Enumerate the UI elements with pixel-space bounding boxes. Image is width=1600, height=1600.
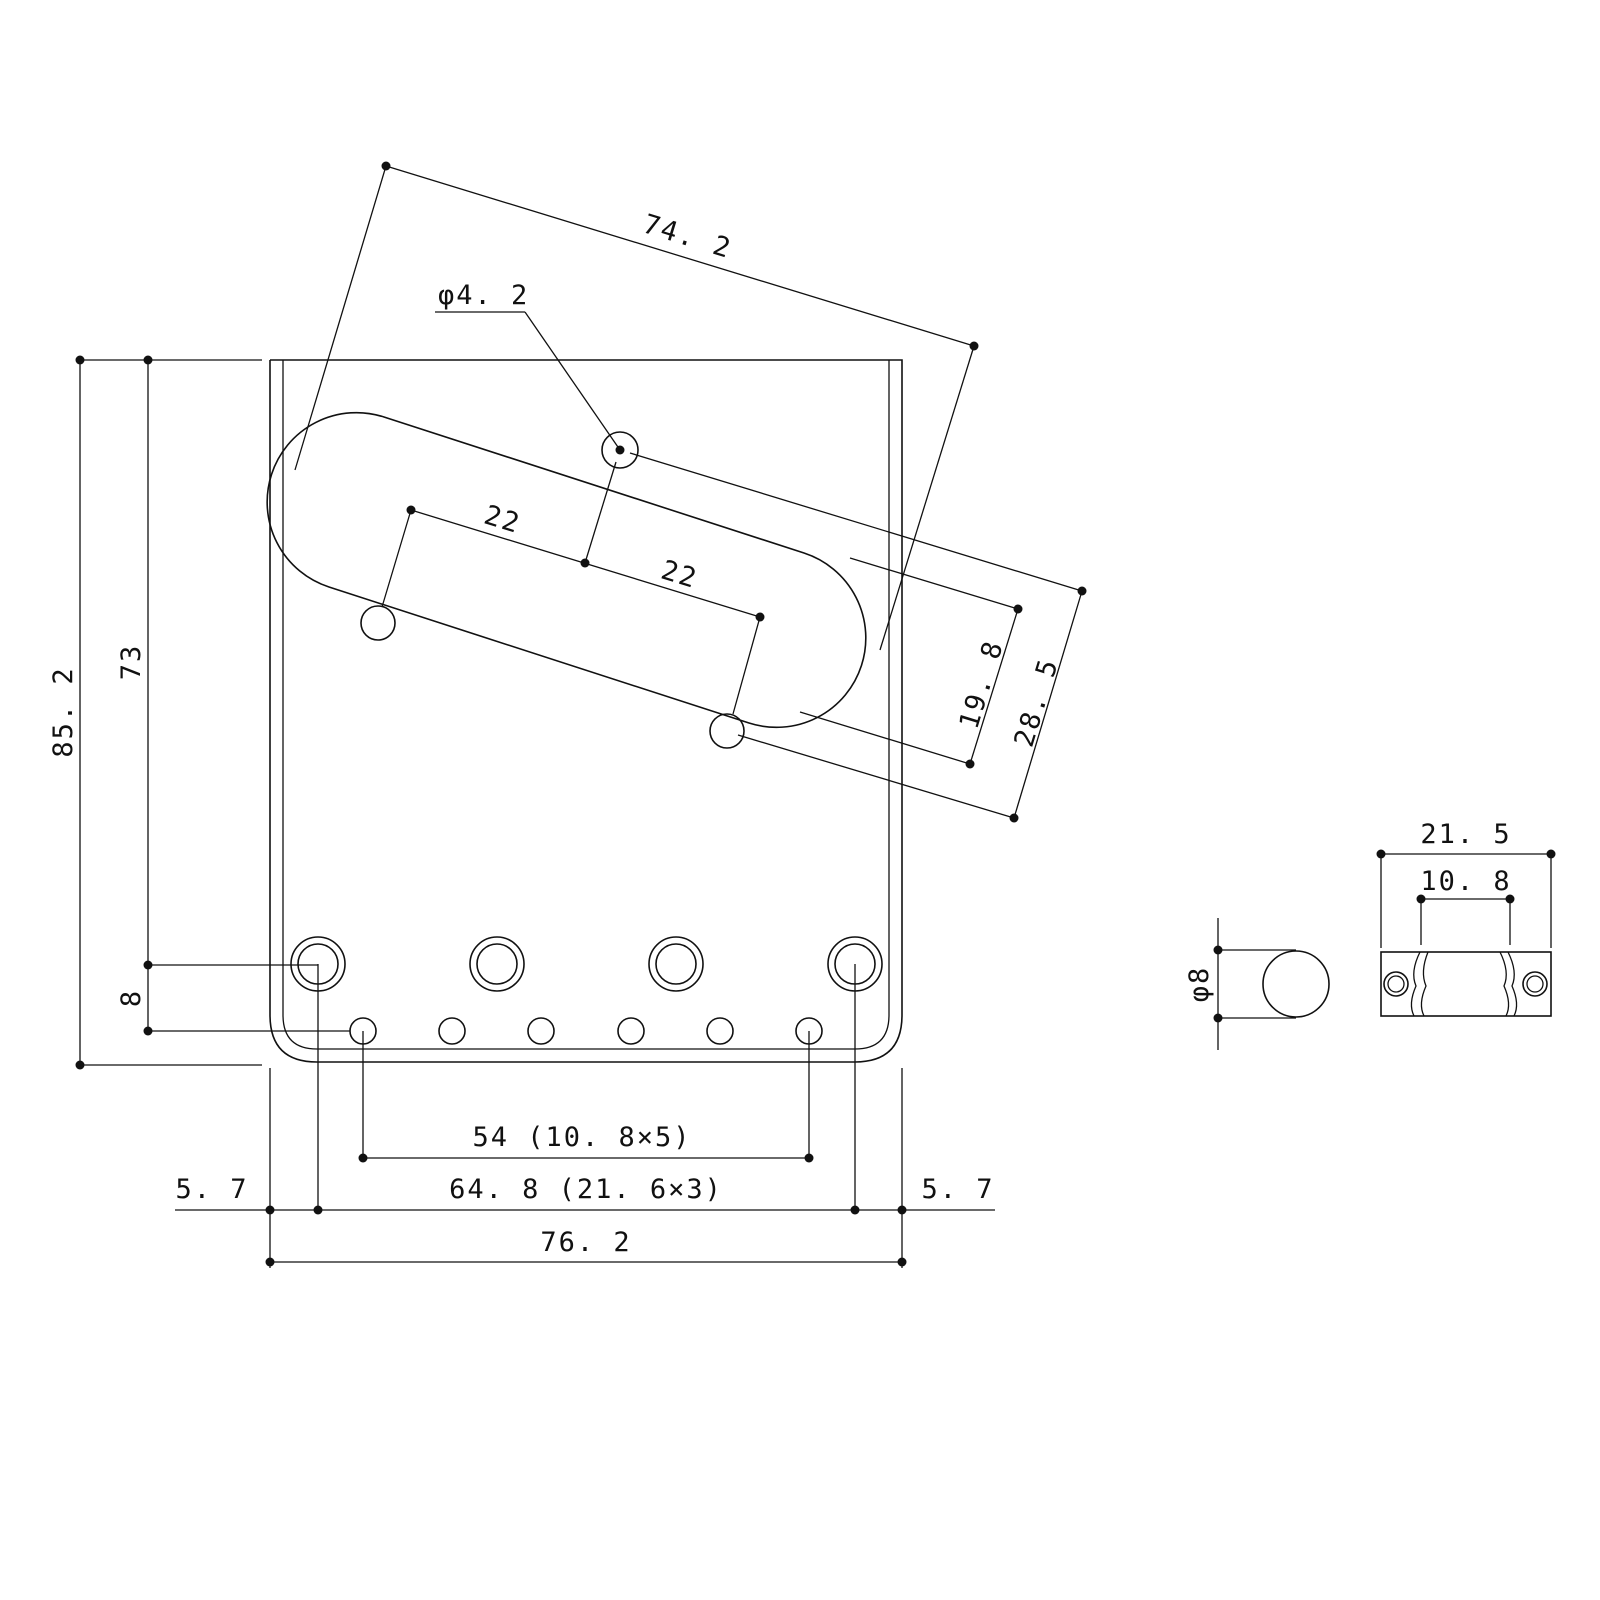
pickup-hole-right	[709, 713, 745, 749]
string-hole-5	[706, 1017, 734, 1045]
dim-string-spacing: 54 (10. 8×5)	[358, 1031, 814, 1163]
saddle-side-view: 21. 5 10. 8	[1376, 819, 1556, 1017]
dim-pivot-hole: φ4. 2	[435, 280, 625, 455]
screw-hole-2-outer	[469, 936, 525, 992]
dim-screw-spacing: 64. 8 (21. 6×3) 5. 7 5. 7	[175, 964, 995, 1268]
dim-offset-b-label: 22	[657, 555, 701, 595]
plate-inner-bottom	[282, 1014, 890, 1050]
dim-screw-height-label: 73	[116, 644, 147, 681]
dim-screw-spacing-label: 64. 8 (21. 6×3)	[449, 1174, 723, 1205]
dim-pickup-offsets: 22 22	[381, 461, 765, 715]
dim-screw-height: 73	[116, 355, 318, 970]
saddle-groove-left	[1410, 951, 1421, 1017]
saddle-groove-right	[1499, 951, 1510, 1017]
dim-hole-row-gap: 8	[116, 965, 350, 1036]
screw-hole-3-outer	[648, 936, 704, 992]
dim-saddle-diameter-label: φ8	[1184, 966, 1215, 1003]
dim-string-spacing-label: 54 (10. 8×5)	[472, 1122, 691, 1153]
saddle-groove-right-2	[1507, 951, 1518, 1017]
saddle-screw-left-inner	[1387, 975, 1405, 993]
saddle-end-view: φ8	[1184, 918, 1330, 1050]
dim-total-height: 85. 2	[48, 355, 262, 1070]
dim-pivot-hole-label: φ4. 2	[438, 280, 529, 311]
pickup-hole-left	[360, 605, 396, 641]
dim-slot-length-label: 74. 2	[639, 209, 735, 265]
dim-total-height-label: 85. 2	[48, 666, 79, 757]
dim-edge-right-label: 5. 7	[921, 1174, 994, 1205]
pickup-slot	[266, 411, 867, 729]
dim-edge-left-label: 5. 7	[175, 1174, 248, 1205]
dim-hole-row-gap-label: 8	[116, 989, 147, 1007]
dim-saddle-center-label: 10. 8	[1420, 866, 1511, 897]
dim-slot-width-inner-label: 19. 8	[954, 636, 1010, 732]
dim-total-width: 76. 2	[265, 1227, 907, 1267]
pivot-hole	[601, 431, 639, 469]
screw-hole-2-inner	[476, 943, 518, 985]
saddle-screw-left-outer	[1383, 971, 1409, 997]
saddle-body	[1380, 951, 1552, 1017]
screw-hole-3-inner	[655, 943, 697, 985]
dim-saddle-length-label: 21. 5	[1420, 819, 1511, 850]
string-hole-2	[438, 1017, 466, 1045]
saddle-screw-right-outer	[1522, 971, 1548, 997]
string-hole-3	[527, 1017, 555, 1045]
dim-slot-width-outer-label: 28. 5	[1009, 654, 1065, 750]
dim-slot-width-outer: 28. 5	[629, 452, 1087, 823]
dim-total-width-label: 76. 2	[540, 1227, 631, 1258]
saddle-screw-right-inner	[1526, 975, 1544, 993]
dim-slot-length: 74. 2	[294, 161, 979, 651]
string-hole-4	[617, 1017, 645, 1045]
plate-outline	[269, 359, 903, 1063]
saddle-end-circle	[1262, 950, 1330, 1018]
dim-slot-width-inner: 19. 8	[799, 557, 1023, 769]
saddle-groove-left-2	[1420, 951, 1429, 1017]
